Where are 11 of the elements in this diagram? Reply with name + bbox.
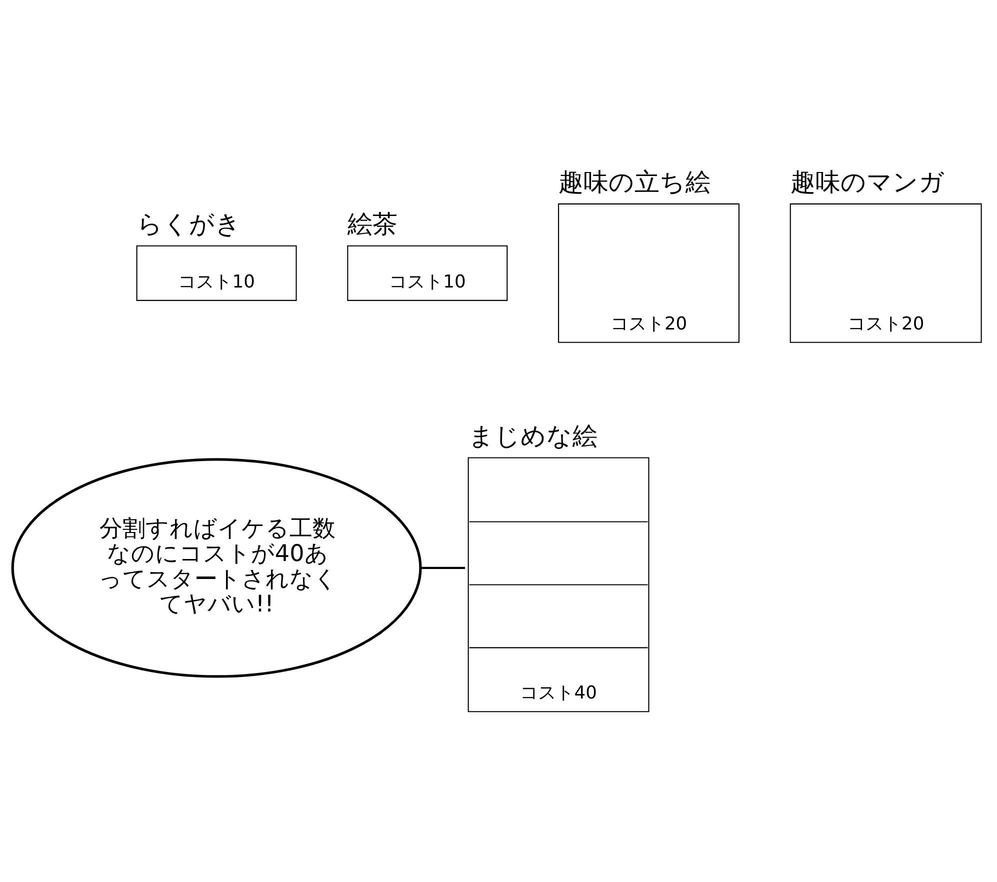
node-box: コスト20 — [558, 203, 740, 343]
node-label: 趣味の立ち絵 — [558, 167, 711, 196]
connector — [420, 566, 466, 569]
node-ellipse: 分割すればイケる工数なのにコストが40あってスタートされなくてヤバい!! — [11, 458, 422, 678]
node-label: らくがき — [136, 209, 241, 238]
node-label: 絵茶 — [348, 209, 398, 238]
node-box: コスト20 — [790, 203, 982, 343]
node-label: まじめな絵 — [468, 421, 598, 450]
node-box: コスト10 — [347, 245, 508, 301]
node-label: 趣味のマンガ — [790, 167, 944, 196]
node-box: コスト10 — [136, 245, 297, 301]
